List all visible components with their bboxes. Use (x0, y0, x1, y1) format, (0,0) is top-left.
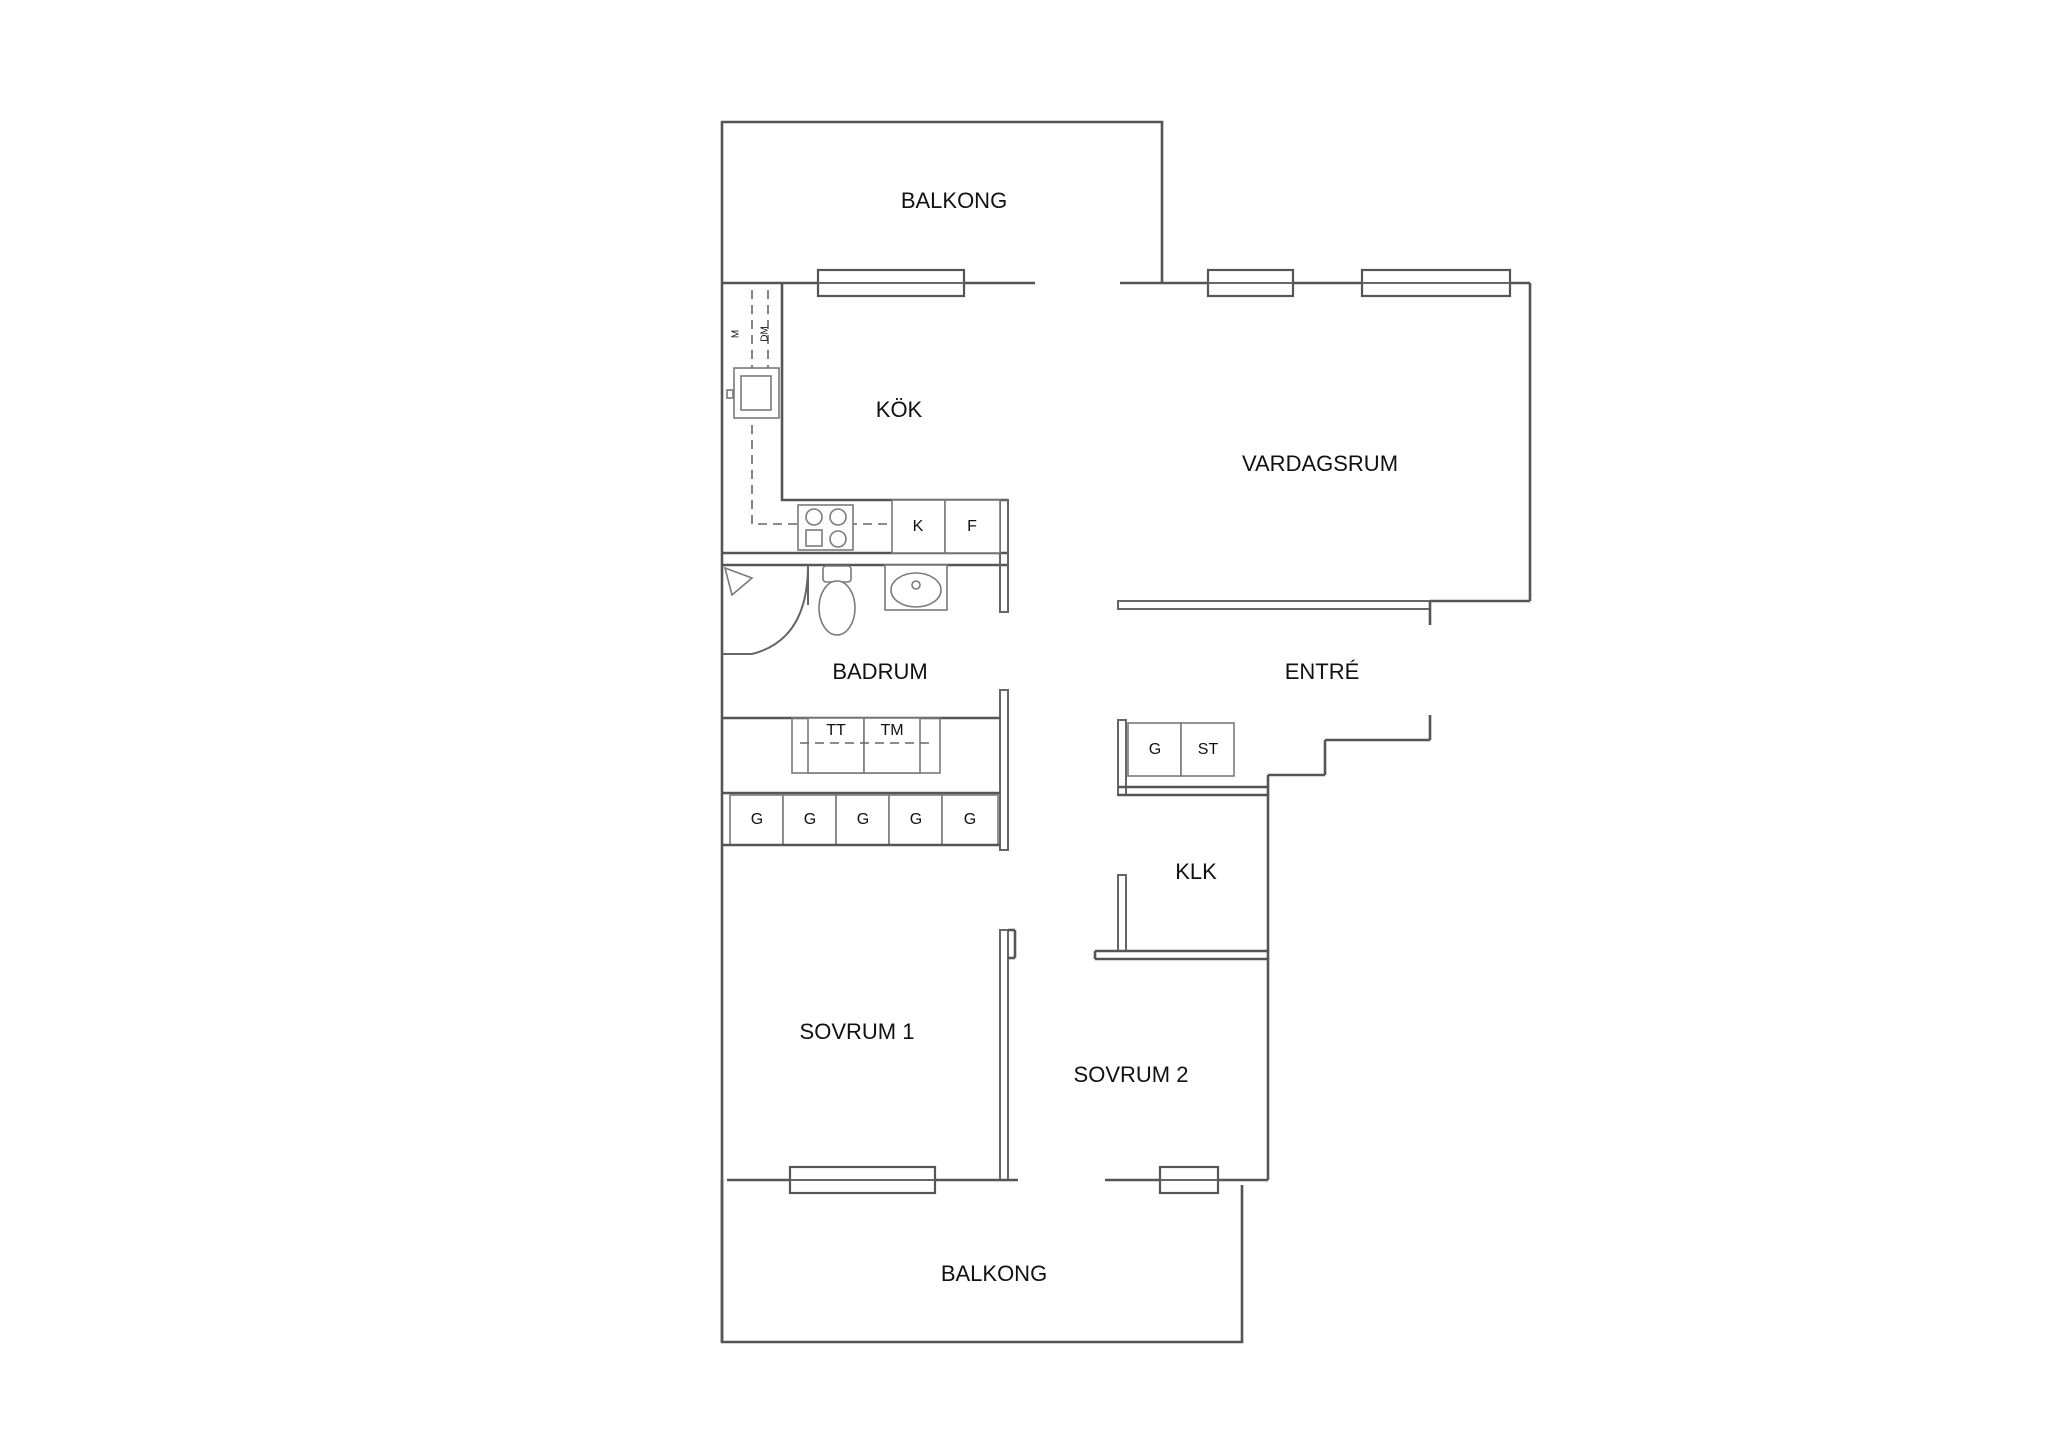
freezer-box (944, 499, 1001, 554)
wardrobe-label: G (751, 811, 763, 828)
room-labels: BALKONG KÖK VARDAGSRUM BADRUM ENTRÉ KLK … (800, 188, 1398, 1286)
fridge-box (891, 499, 946, 554)
freezer-label: F (967, 518, 977, 535)
bathroom-fixtures: TT TM (722, 564, 948, 774)
windows (788, 268, 1512, 1195)
entre-wardrobe-box (1127, 722, 1182, 777)
entre-wardrobe-label: G (1149, 741, 1161, 758)
room-label-entre: ENTRÉ (1285, 659, 1360, 684)
entre-closet-label: ST (1198, 741, 1219, 758)
kitchen-fixtures: M DM K F (726, 290, 1001, 554)
walls (720, 281, 1532, 1342)
room-label-klk: KLK (1175, 859, 1217, 884)
room-label-badrum: BADRUM (832, 659, 927, 684)
washer-label: TM (880, 722, 903, 739)
wardrobe-label: G (857, 811, 869, 828)
room-label-kok: KÖK (876, 397, 923, 422)
washbasin-icon (884, 564, 948, 611)
entre-closet-box (1180, 722, 1235, 777)
room-label-vardagsrum: VARDAGSRUM (1242, 451, 1398, 476)
room-label-sovrum-1: SOVRUM 1 (800, 1019, 915, 1044)
washer-box (863, 717, 921, 774)
fridge-label: K (913, 518, 924, 535)
room-label-balkong-top: BALKONG (901, 188, 1007, 213)
entre-storage: G ST (1127, 722, 1235, 777)
room-label-balkong-bottom: BALKONG (941, 1261, 1047, 1286)
balcony-bottom (720, 1180, 1244, 1344)
wardrobe-label: G (964, 811, 976, 828)
wardrobe-label: G (804, 811, 816, 828)
wardrobe-row: G G G G G (722, 791, 1000, 847)
wardrobe-label: G (910, 811, 922, 828)
dryer-label: TT (826, 722, 846, 739)
balcony-top (720, 120, 1164, 283)
drain-icon (723, 566, 754, 597)
room-label-sovrum-2: SOVRUM 2 (1074, 1062, 1189, 1087)
toilet-icon (818, 565, 856, 636)
microwave-label: M (731, 330, 742, 338)
dishwasher-label: DM (760, 326, 771, 342)
